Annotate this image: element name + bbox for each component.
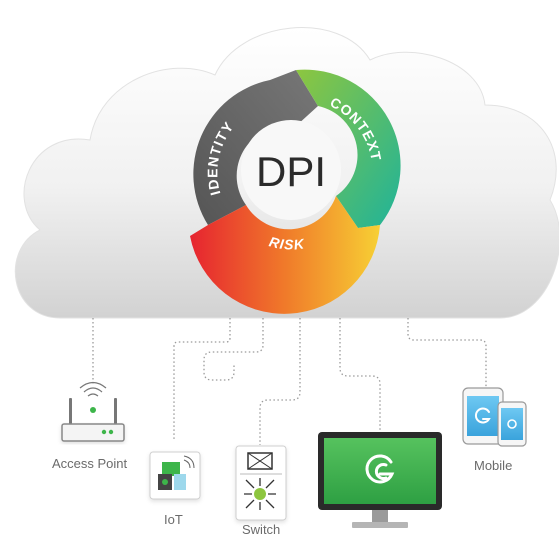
monitor-base [352,522,408,528]
switch-top-icon [247,452,273,470]
connector-desktop [339,318,381,432]
desktop-device [318,432,442,528]
access-point-label: Access Point [52,456,128,471]
risk-segment [190,196,380,314]
switch-device [235,445,287,521]
connector-mobile [407,318,487,388]
connector-switch-loop [203,318,264,381]
wifi-icon [79,381,107,397]
phone-logo-icon [507,419,517,429]
tablet-screen [467,396,499,436]
switch-hub-icon [254,488,266,500]
mobile-device [462,387,527,447]
switch-hub-arrows [244,478,276,510]
tablet-logo-icon [475,407,491,424]
connector-iot [173,318,231,440]
antenna-right [114,398,117,424]
monitor-screen [324,438,436,504]
antenna-left [69,398,72,424]
router-port [108,429,114,435]
iot-chip-light [174,474,186,490]
iot-device [149,451,201,500]
router-port [101,429,107,435]
iot-label: IoT [164,512,183,527]
risk-label: RISK [268,233,306,252]
connectors [92,318,487,445]
risk-label-text: RISK [268,233,305,252]
phone-screen [501,408,523,440]
switch-top-arrows [247,452,273,470]
iot-chip-green [162,462,180,476]
context-segment [296,69,401,229]
iot-chip-dot [162,479,168,485]
switch-label: Switch [242,522,281,537]
identity-segment [193,70,318,225]
access-point-device [61,381,125,442]
connector-switch [259,318,301,445]
dpi-cycle: DPI IDENTITY CONTEXT RISK [190,69,401,314]
dpi-center-circle [241,120,341,220]
access-point-led [90,407,96,413]
mobile-label: Mobile [474,458,513,473]
switch-card [235,445,287,521]
iot-wifi-icon [183,455,195,469]
router-body [61,423,125,442]
brand-logo-icon [365,454,395,484]
monitor-stand [372,510,388,524]
dpi-center-label: DPI [256,148,326,195]
